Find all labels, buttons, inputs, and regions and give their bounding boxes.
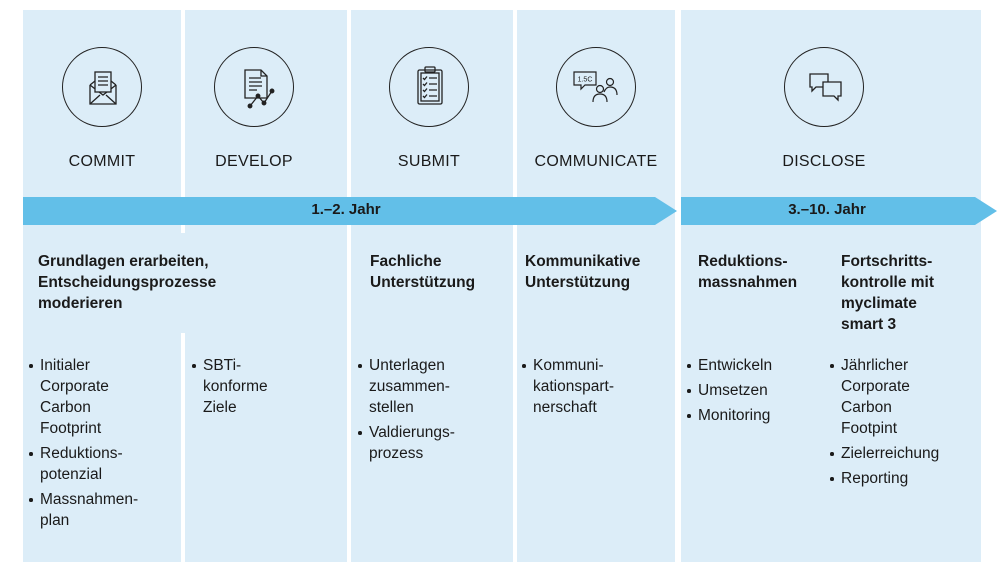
timeline-period-2: 3.–10. Jahr: [788, 201, 866, 218]
list-item: Reporting: [830, 468, 980, 489]
heading-reduktion: Reduktions- massnahmen: [698, 253, 798, 291]
list-item: Massnahmen- plan: [29, 489, 179, 531]
phase-commit: COMMIT: [68, 153, 136, 170]
timeline-period-1: 1.–2. Jahr: [311, 201, 381, 218]
list-commit: Initialer Corporate Carbon Footprint Red…: [29, 355, 179, 535]
list-item: Umsetzen: [687, 380, 827, 401]
column-merge-band: [179, 233, 187, 333]
phase-develop: DEVELOP: [215, 153, 293, 170]
list-submit: Unterlagen zusammen- stellen Valdierungs…: [358, 355, 508, 468]
list-fortschritt: Jährlicher Corporate Carbon Footpint Zie…: [830, 355, 980, 493]
phase-disclose: DISCLOSE: [782, 153, 866, 170]
list-item: Monitoring: [687, 405, 827, 426]
phase-submit: SUBMIT: [397, 153, 461, 170]
heading-fachliche: Fachliche Unterstützung: [370, 253, 476, 291]
phase-communicate: COMMUNICATE: [534, 153, 658, 170]
clipboard-checklist-icon: [389, 47, 469, 127]
timeline-arrow-2: [681, 197, 997, 225]
timeline-arrows: [23, 197, 997, 225]
heading-fortschritt: Fortschritts- kontrolle mit myclimate sm…: [841, 253, 935, 333]
heading-kommunikative: Kommunikative Unterstützung: [525, 253, 641, 291]
document-chart-icon: [214, 47, 294, 127]
list-item: Kommuni- kationspart- nerschaft: [522, 355, 672, 418]
list-item: Initialer Corporate Carbon Footprint: [29, 355, 179, 439]
chat-bubbles-icon: [784, 47, 864, 127]
list-item: Jährlicher Corporate Carbon Footpint: [830, 355, 980, 439]
heading-grundlagen: Grundlagen erarbeiten, Entscheidungsproz…: [38, 253, 217, 312]
list-item: Entwickeln: [687, 355, 827, 376]
speech-bubble-people-icon: 1.5C: [556, 47, 636, 127]
list-reduktion: Entwickeln Umsetzen Monitoring: [687, 355, 827, 430]
list-communicate: Kommuni- kationspart- nerschaft: [522, 355, 672, 422]
bubble-text: 1.5C: [578, 77, 593, 84]
list-item: Valdierungs- prozess: [358, 422, 508, 464]
list-item: Unterlagen zusammen- stellen: [358, 355, 508, 418]
list-item: Zielerreichung: [830, 443, 980, 464]
list-item: Reduktions- potenzial: [29, 443, 179, 485]
envelope-letter-icon: [62, 47, 142, 127]
timeline-arrow-1: [23, 197, 677, 225]
list-develop: SBTi- konforme Ziele: [192, 355, 342, 422]
list-item: SBTi- konforme Ziele: [192, 355, 342, 418]
